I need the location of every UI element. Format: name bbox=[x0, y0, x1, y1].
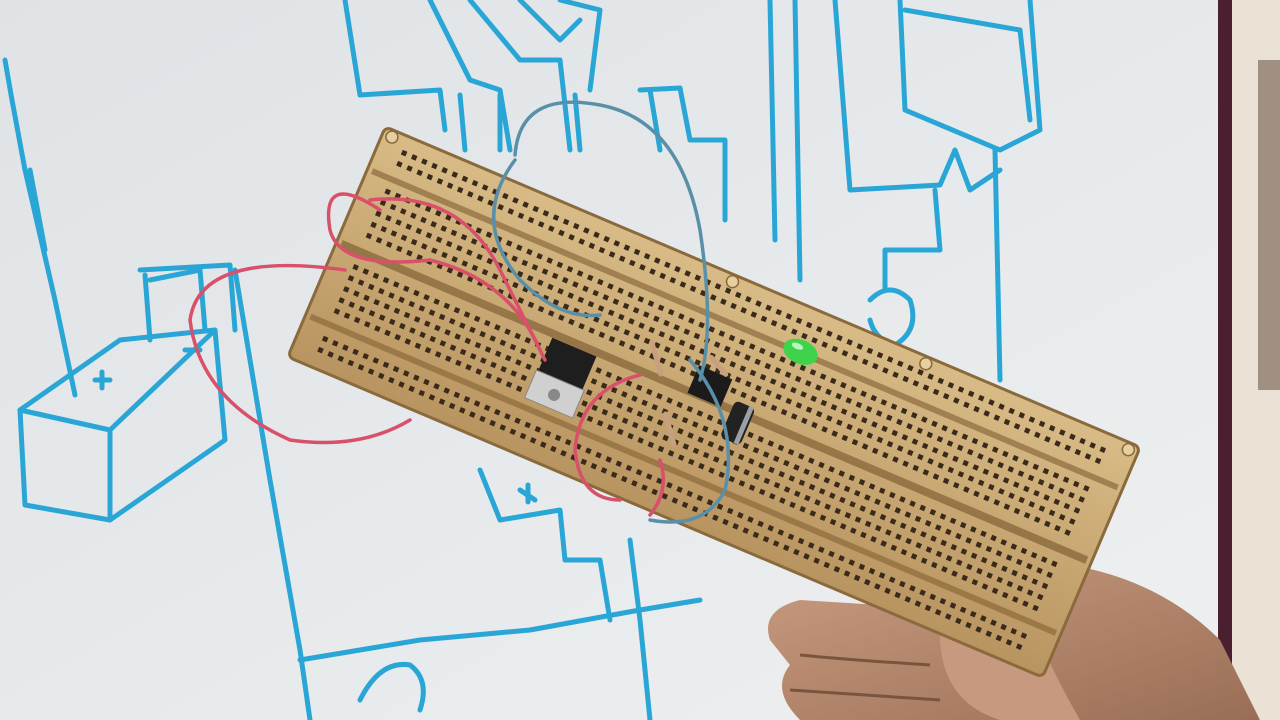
voltage-regulator bbox=[523, 337, 597, 419]
breadboard-pegs bbox=[385, 130, 1136, 457]
whiteboard-sketch bbox=[2, 0, 1043, 720]
electrolytic-capacitor bbox=[721, 401, 755, 445]
resistors bbox=[649, 340, 729, 448]
jumper-wires bbox=[188, 100, 731, 524]
green-led bbox=[783, 338, 818, 365]
whiteboard-frame bbox=[1218, 0, 1280, 720]
